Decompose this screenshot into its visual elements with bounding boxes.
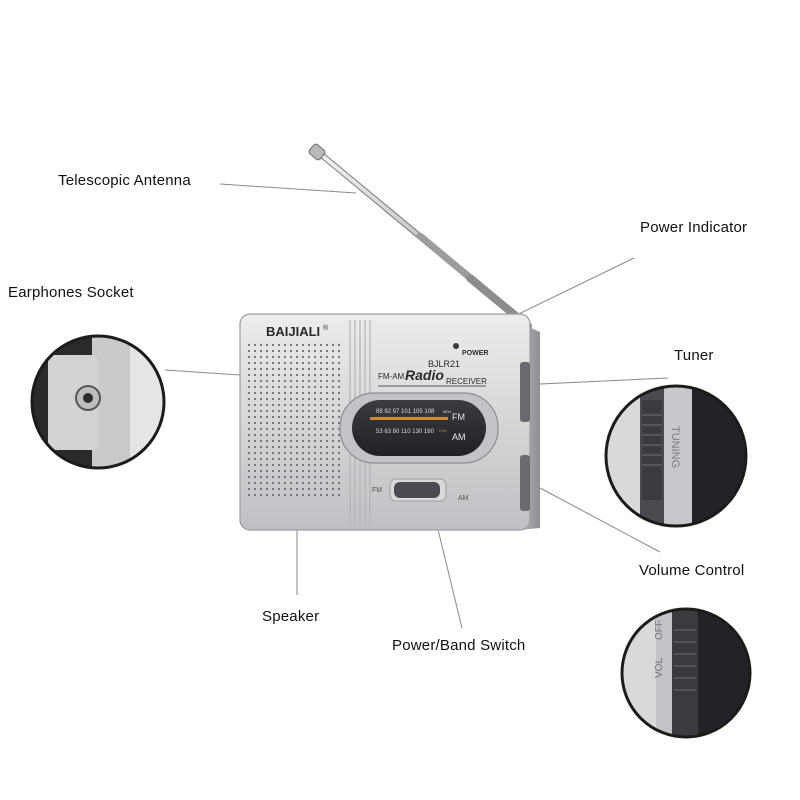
power-led bbox=[453, 343, 459, 349]
radio-script-text: Radio bbox=[405, 367, 444, 383]
fm-band: FM bbox=[452, 412, 465, 422]
label-power-indicator: Power Indicator bbox=[640, 219, 748, 236]
label-tuner: Tuner bbox=[674, 347, 714, 364]
power-text: POWER bbox=[462, 350, 488, 357]
tuning-dial: 88 92 97 101 105 108 MHz FM 53 63 80 110… bbox=[339, 392, 499, 464]
am-scale-unit: KHz bbox=[439, 428, 447, 433]
tuner-inset: TUNING bbox=[604, 384, 748, 528]
label-volume-control: Volume Control bbox=[639, 562, 745, 579]
power-band-switch[interactable]: FM AM bbox=[372, 478, 469, 502]
am-scale: 53 63 80 110 130 160 bbox=[376, 429, 435, 435]
label-earphones-socket: Earphones Socket bbox=[8, 284, 134, 301]
switch-am-label: AM bbox=[458, 495, 469, 502]
fm-scale-unit: MHz bbox=[443, 409, 451, 414]
volume-control-inset: VOL OFF bbox=[620, 607, 752, 739]
dial-indicator bbox=[370, 417, 448, 420]
label-telescopic-antenna: Telescopic Antenna bbox=[58, 172, 191, 189]
am-band: AM bbox=[452, 432, 466, 442]
telescopic-antenna bbox=[308, 143, 532, 330]
volume-wheel[interactable] bbox=[520, 455, 530, 511]
tuning-text: TUNING bbox=[669, 426, 681, 468]
model-text: BJLR21 bbox=[428, 359, 460, 369]
volume-text: VOL bbox=[654, 658, 665, 678]
label-power-band-switch: Power/Band Switch bbox=[392, 637, 526, 654]
earphones-socket-inset bbox=[30, 334, 166, 470]
fm-scale: 88 92 97 101 105 108 bbox=[376, 409, 435, 415]
brand-mark: ® bbox=[323, 324, 329, 332]
tuner-wheel[interactable] bbox=[520, 362, 530, 422]
off-text: OFF bbox=[654, 620, 665, 640]
switch-fm-label: FM bbox=[372, 487, 382, 494]
label-speaker: Speaker bbox=[262, 608, 320, 625]
fm-am-text: FM-AM bbox=[378, 372, 405, 381]
radio-face-text: BAIJIALI ® POWER BJLR21 FM-AM Radio RECE… bbox=[266, 324, 488, 387]
brand-label: BAIJIALI bbox=[266, 324, 320, 339]
receiver-text: RECEIVER bbox=[446, 377, 487, 386]
